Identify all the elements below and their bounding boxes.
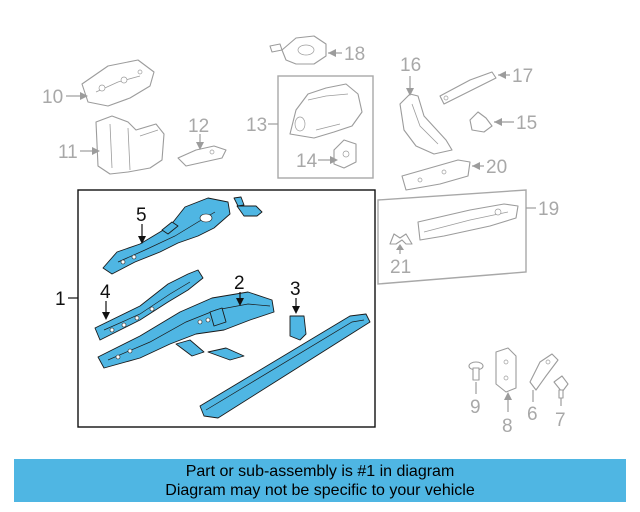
callout-19-label[interactable]: 19	[538, 199, 559, 220]
callout-1-label[interactable]: 1	[55, 289, 66, 310]
callout-20-label[interactable]: 20	[486, 157, 507, 178]
callout-9-label[interactable]: 9	[470, 397, 481, 418]
part-16-panel[interactable]	[399, 93, 453, 155]
assembly-1-frame	[77, 189, 376, 428]
part-5-rail-extension[interactable]	[102, 196, 263, 275]
part-21-clip[interactable]	[389, 233, 413, 245]
callout-2-label[interactable]: 2	[234, 273, 245, 294]
part-20-reinforcement[interactable]	[401, 159, 471, 191]
part-17-strap[interactable]	[439, 71, 497, 105]
callout-14-label[interactable]: 14	[296, 151, 318, 172]
part-3-reinforcement[interactable]	[289, 315, 307, 341]
part-18-mount[interactable]	[269, 35, 327, 65]
banner-line-2: Diagram may not be specific to your vehi…	[165, 481, 475, 499]
callout-7-label[interactable]: 7	[555, 410, 566, 431]
part-7-fastener[interactable]	[553, 375, 569, 399]
part-6-bracket[interactable]	[529, 353, 559, 391]
banner-line-1: Part or sub-assembly is #1 in diagram	[185, 462, 455, 480]
callout-11-label[interactable]: 11	[58, 142, 78, 163]
part-4-front-side-rail[interactable]	[94, 269, 204, 341]
callout-6-label[interactable]: 6	[527, 404, 538, 425]
callout-18-label[interactable]: 18	[344, 44, 365, 65]
group-13-frame	[277, 75, 374, 179]
part-2-rear-side-rail[interactable]	[97, 291, 275, 369]
callout-13-label[interactable]: 13	[246, 115, 267, 136]
callout-21-label[interactable]: 21	[390, 257, 411, 278]
callout-15-label[interactable]: 15	[516, 113, 537, 134]
part-9-bolt[interactable]	[468, 361, 484, 381]
callout-3-label[interactable]: 3	[290, 279, 301, 300]
callout-5-label[interactable]: 5	[136, 205, 147, 226]
part-15-clip[interactable]	[469, 111, 493, 133]
part-12-brace[interactable]	[177, 145, 227, 167]
callout-17-label[interactable]: 17	[512, 66, 533, 87]
callout-4-label[interactable]: 4	[100, 282, 111, 303]
assembly-small-brackets	[175, 339, 245, 361]
part-14-bracket[interactable]	[333, 139, 357, 169]
callout-8-label[interactable]: 8	[502, 416, 513, 437]
info-banner: Part or sub-assembly is #1 in diagram Di…	[14, 459, 626, 502]
part-10-bracket[interactable]	[81, 59, 155, 107]
part-19-rail[interactable]	[417, 203, 519, 241]
part-8-plate[interactable]	[495, 347, 517, 393]
group-19-frame	[377, 189, 527, 285]
callout-10-label[interactable]: 10	[42, 87, 63, 108]
callout-12-label[interactable]: 12	[188, 116, 209, 137]
part-13-tower[interactable]	[289, 83, 363, 139]
rocker-sill-panel	[199, 313, 371, 419]
part-11-bracket[interactable]	[95, 115, 165, 175]
callout-16-label[interactable]: 16	[400, 55, 421, 76]
